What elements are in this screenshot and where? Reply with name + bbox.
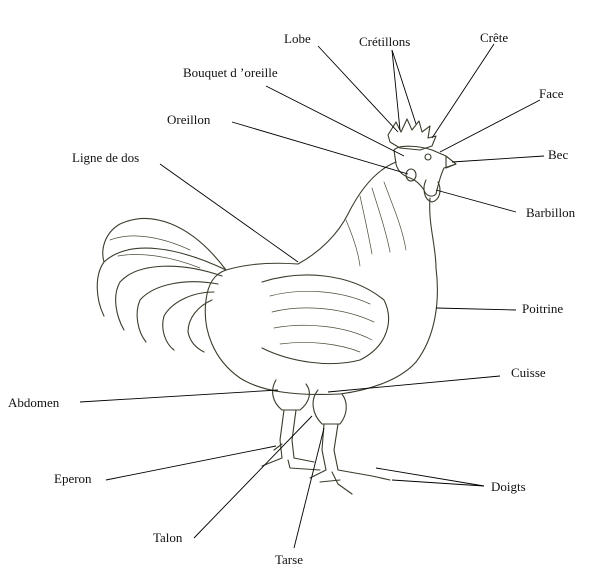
label-talon: Talon — [153, 530, 183, 545]
label-doigts: Doigts — [491, 479, 526, 494]
label-crete: Crête — [480, 30, 509, 45]
label-ligne-de-dos: Ligne de dos — [72, 150, 140, 165]
label-poitrine: Poitrine — [522, 301, 564, 316]
label-cretillons: Crétillons — [359, 34, 411, 49]
label-barbillon: Barbillon — [526, 205, 576, 220]
rooster-drawing — [96, 118, 457, 495]
label-oreillon: Oreillon — [167, 112, 211, 127]
label-face: Face — [539, 86, 564, 101]
label-tarse: Tarse — [275, 552, 303, 567]
leader-lines — [79, 43, 545, 549]
label-lobe: Lobe — [284, 31, 311, 46]
label-eperon: Eperon — [54, 471, 92, 486]
label-bouquet-oreille: Bouquet d ’oreille — [183, 65, 278, 80]
label-bec: Bec — [548, 147, 569, 162]
label-cuisse: Cuisse — [511, 365, 546, 380]
label-abdomen: Abdomen — [8, 395, 60, 410]
